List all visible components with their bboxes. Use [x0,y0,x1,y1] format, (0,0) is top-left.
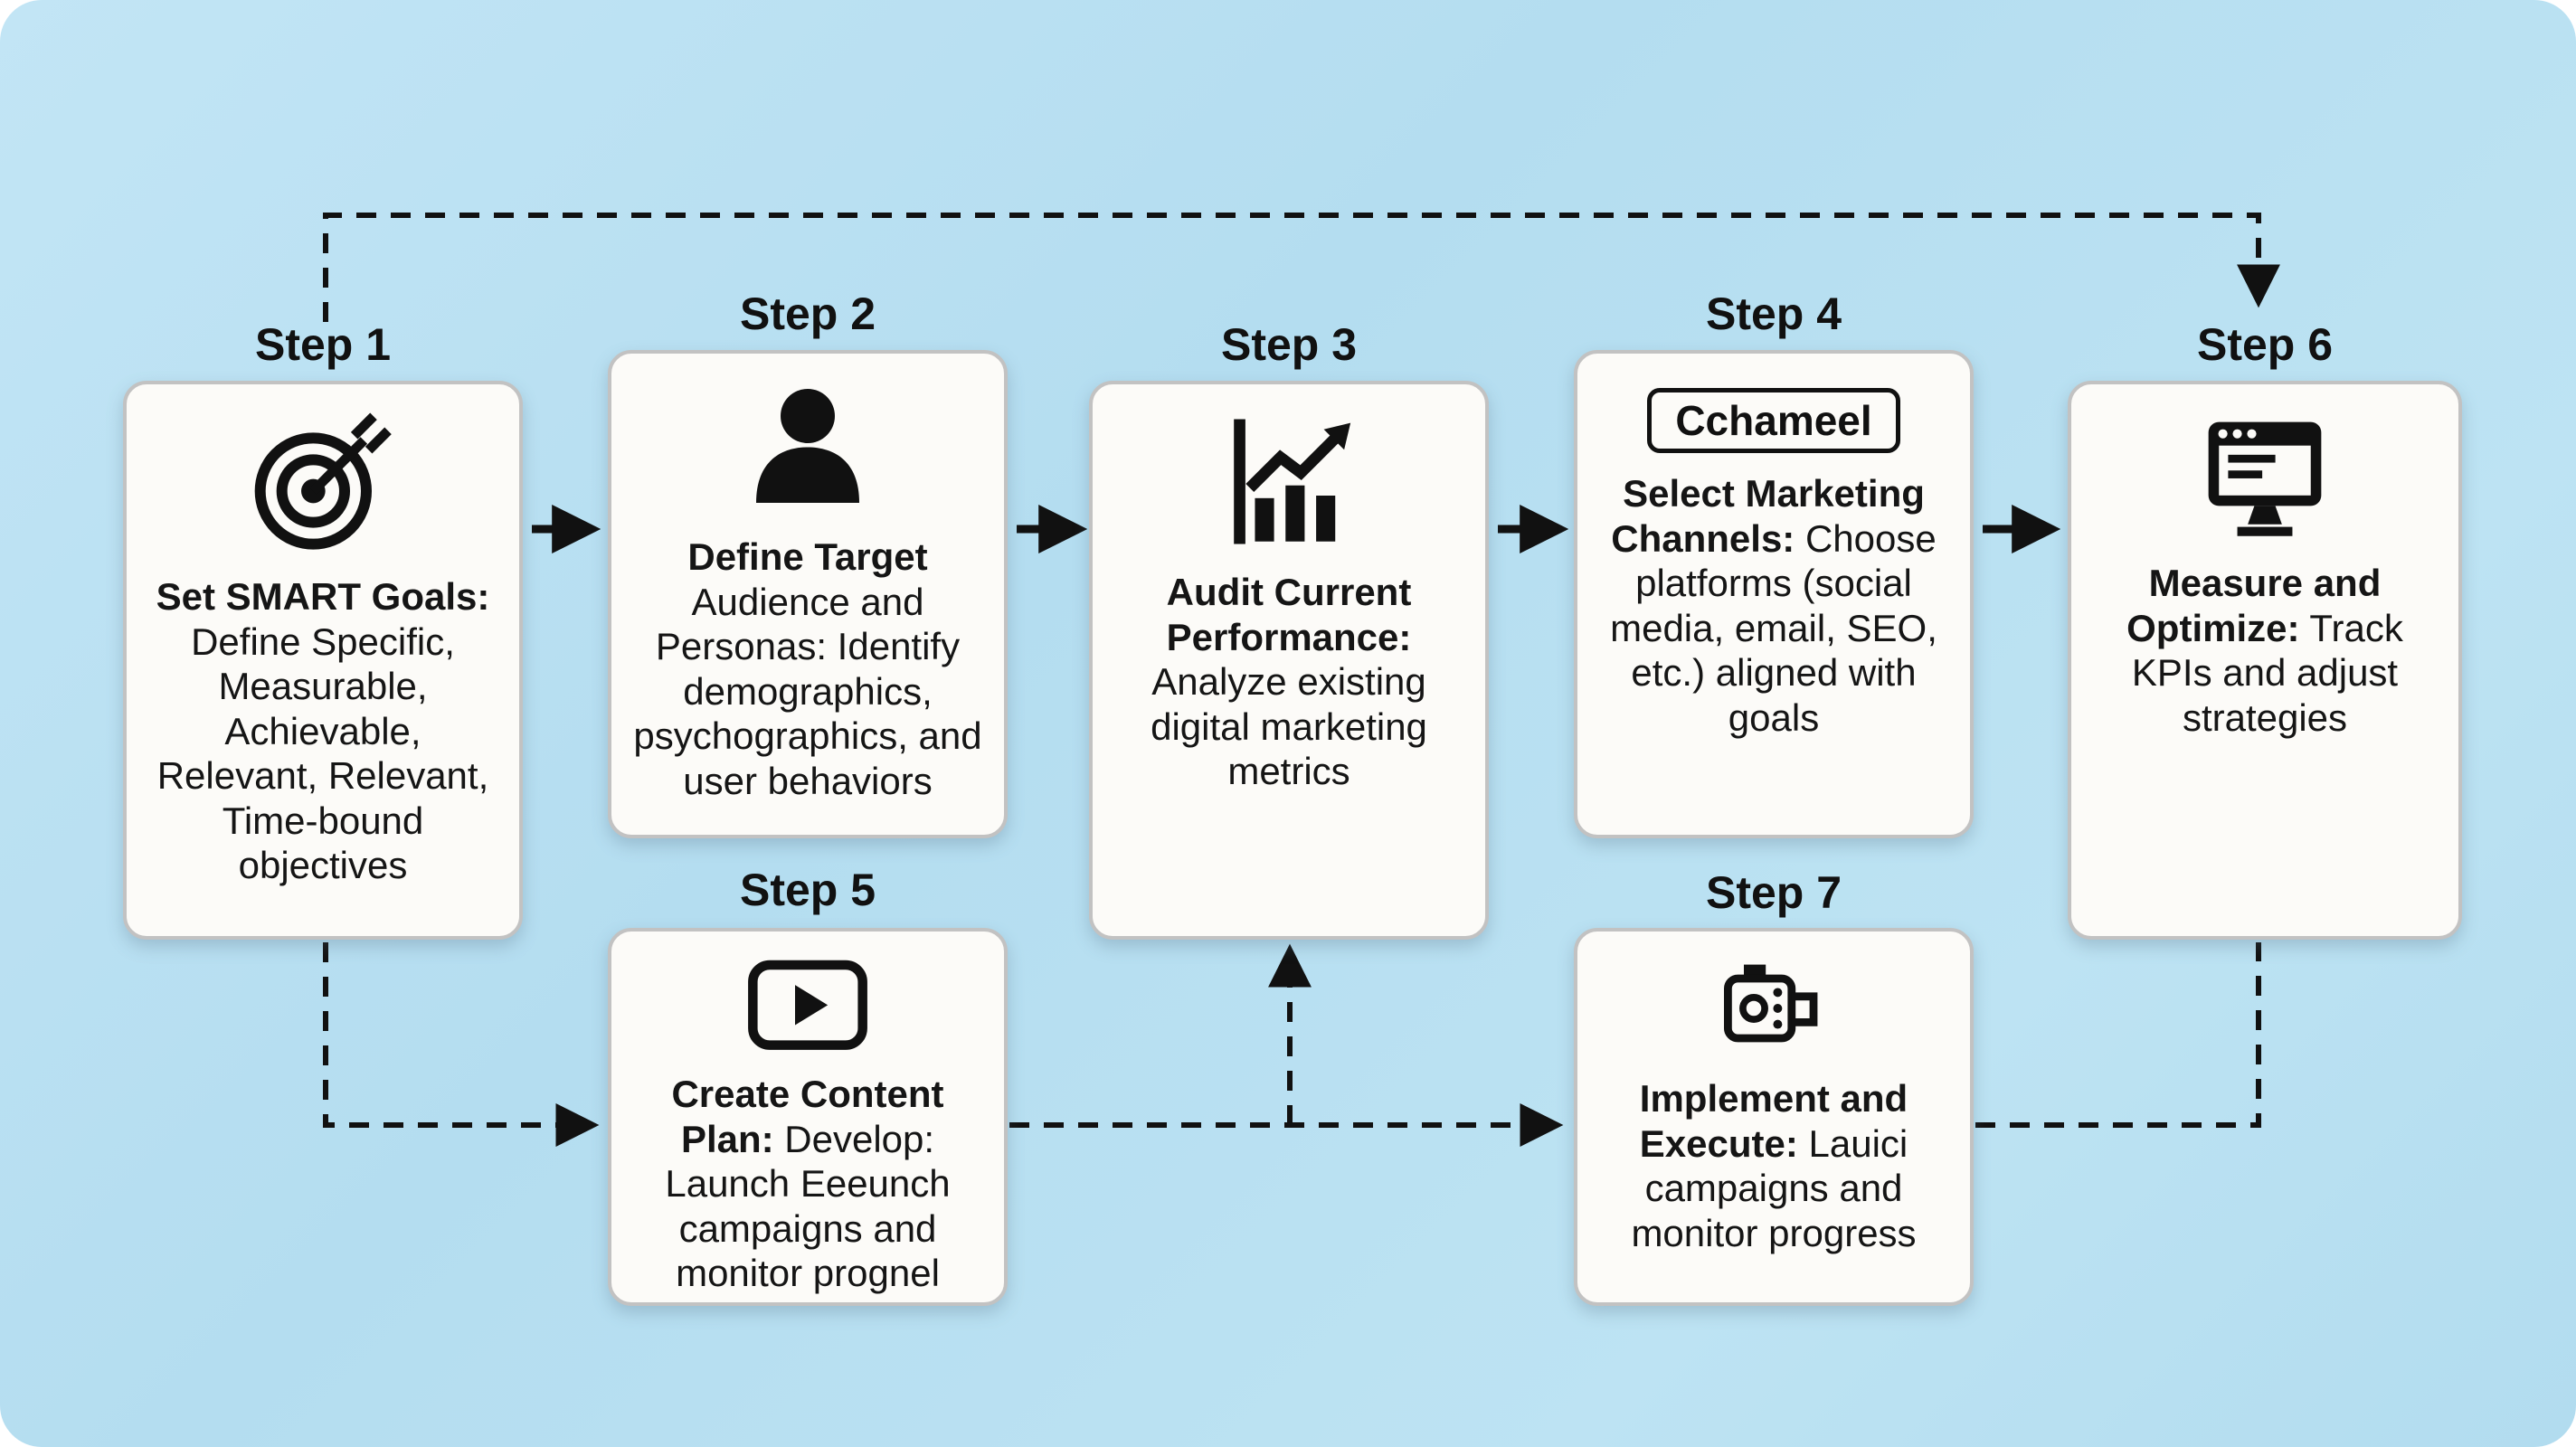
step3-title: Audit Current Performance: [1166,571,1412,658]
step5-label: Step 5 [739,865,876,915]
step5-body: Develop: Launch Eeeunch campaigns and mo… [665,1117,951,1295]
step5-title: Create Content Plan: [671,1073,944,1160]
step7-text: Implement and Execute: Lauici campaigns … [1599,1076,1948,1255]
step3-label: Step 3 [1220,319,1358,370]
step1-text: Set SMART Goals: Define Specific, Measur… [148,574,497,888]
step2-body: Audience and Personas: Identify demograp… [633,580,982,802]
step3-card: Audit Current Performance: Analyze exist… [1089,381,1489,940]
step2-title: Define Target [687,535,928,578]
arrow-step1-step6-top [323,213,2280,322]
step3-text: Audit Current Performance: Analyze exist… [1114,570,1463,794]
bar-chart-growth-icon [1219,411,1359,552]
step5-card: Create Content Plan: Develop: Launch Eee… [608,928,1008,1306]
step3-body: Analyze existing digital marketing metri… [1151,660,1427,793]
arrow-step7-step6 [1975,942,2261,1128]
step1-label: Step 1 [254,319,392,370]
step2-text: Define Target Audience and Personas: Ide… [633,534,982,803]
step4-title: Select Marketing Channels: [1611,472,1925,560]
channel-logo: Cchameel [1647,388,1900,453]
step7-card: Implement and Execute: Lauici campaigns … [1574,928,1974,1306]
step2-label: Step 2 [739,288,876,339]
step4-label: Step 4 [1705,288,1842,339]
step6-card: Measure and Optimize: Track KPIs and adj… [2068,381,2462,940]
step7-label: Step 7 [1705,867,1842,918]
play-button-icon [740,959,876,1054]
video-camera-icon [1706,959,1842,1058]
step1-body: Define Specific, Measurable, Achievable,… [156,619,489,887]
step6-label: Step 6 [2196,319,2334,370]
arrow-step1-step5 [323,942,600,1147]
step7-body: Lauici campaigns and monitor progress [1631,1121,1917,1254]
person-icon [740,381,876,516]
step6-title: Measure and Optimize: [2126,562,2382,649]
step2-card: Define Target Audience and Personas: Ide… [608,350,1008,838]
step1-title: Set SMART Goals: [156,575,490,618]
monitor-icon [2192,411,2337,543]
step5-text: Create Content Plan: Develop: Launch Eee… [633,1072,982,1296]
step4-card: Cchameel Select Marketing Channels: Choo… [1574,350,1974,838]
step4-body: Choose platforms (social media, email, S… [1610,516,1937,739]
step6-body: Track KPIs and adjust strategies [2131,606,2403,739]
step7-title: Implement and Execute: [1639,1077,1908,1165]
step1-card: Set SMART Goals: Define Specific, Measur… [123,381,523,940]
step6-text: Measure and Optimize: Track KPIs and adj… [2093,561,2437,740]
step4-text: Select Marketing Channels: Choose platfo… [1599,471,1948,740]
target-icon [251,411,395,556]
